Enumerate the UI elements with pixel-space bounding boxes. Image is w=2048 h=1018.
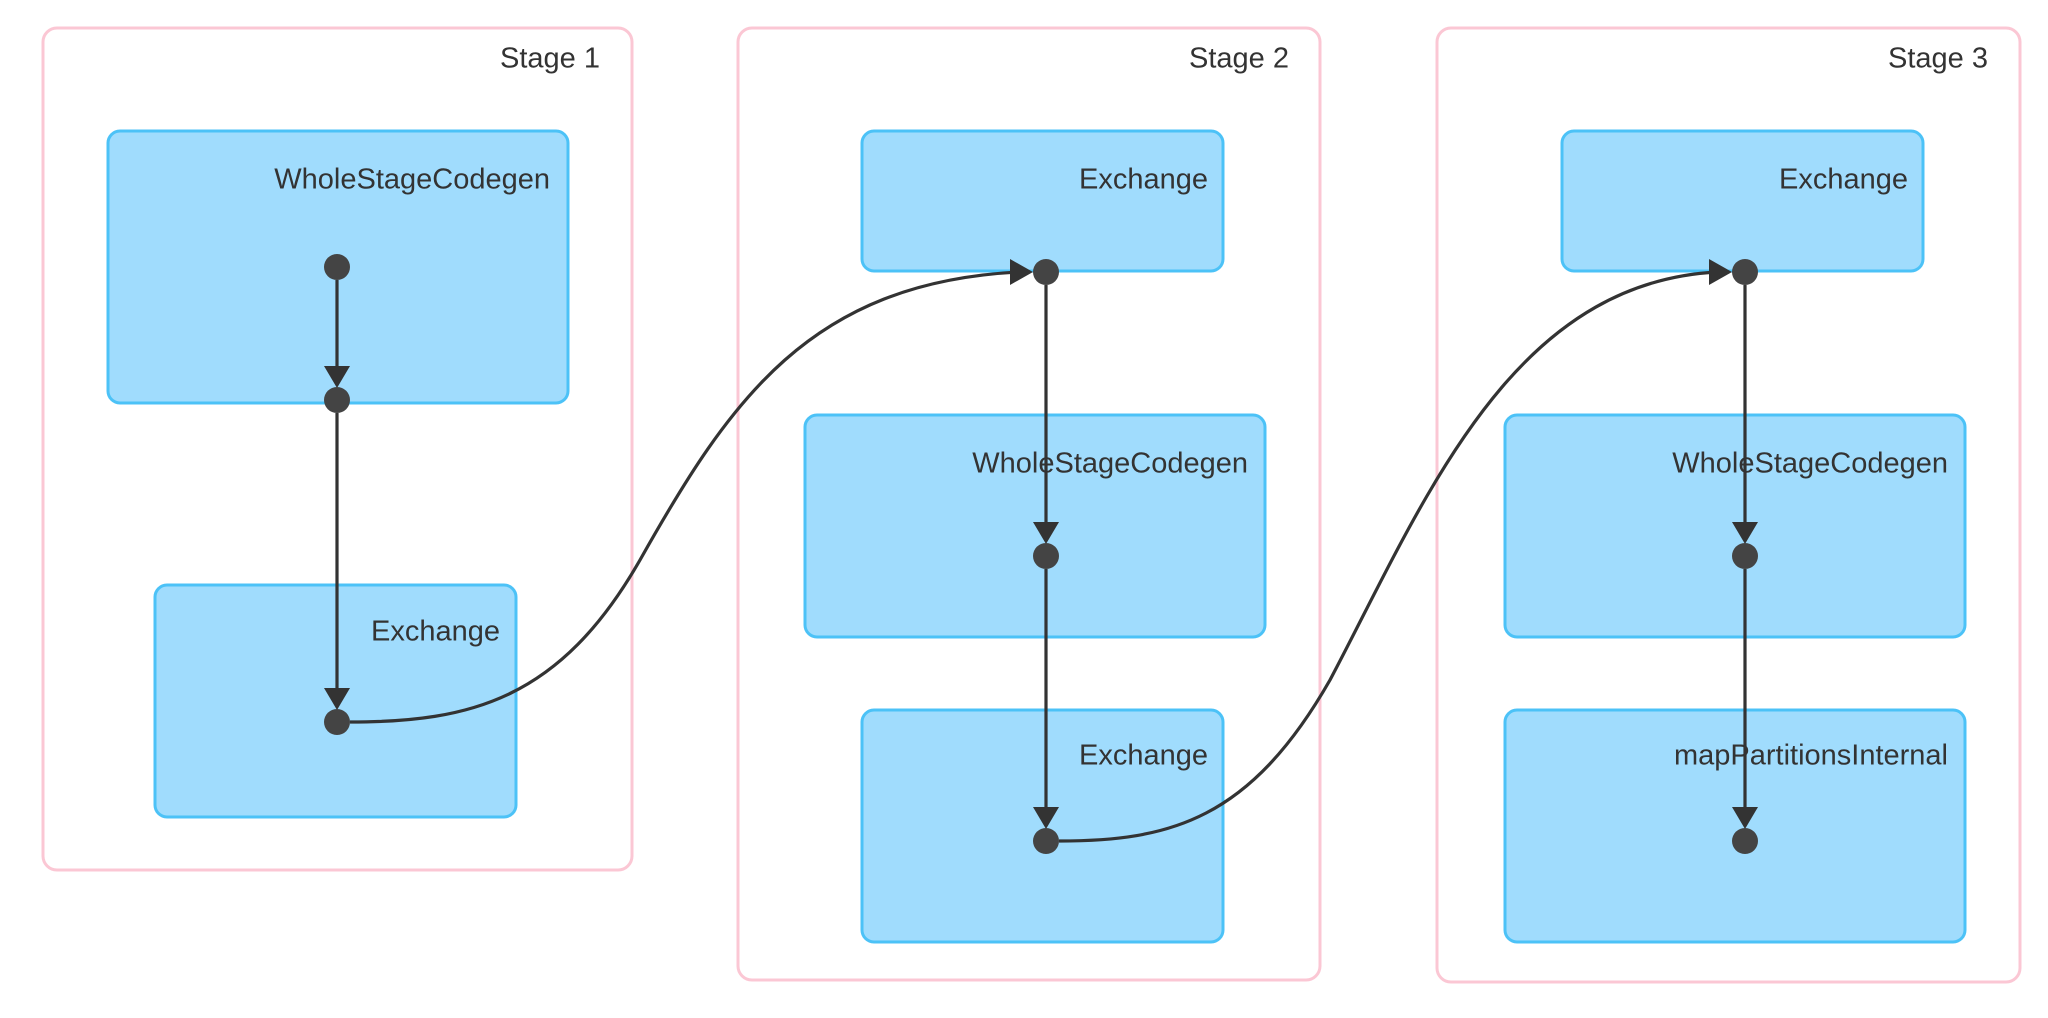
operator-node-box[interactable] xyxy=(1503,708,1967,944)
stages-layer: Stage 1 Stage 2 Stage 3 xyxy=(41,26,2022,984)
edge-arrowhead-edge-s2-internal-2 xyxy=(1033,807,1059,829)
operator-node-box[interactable] xyxy=(860,129,1225,273)
edge-arrowhead-edge-s1-to-s2 xyxy=(1010,259,1033,285)
edge-arrowhead-edge-s3-internal-2 xyxy=(1732,807,1758,829)
edge-edge-s2-to-s3 xyxy=(1058,270,1718,843)
operator-node-label: mapPartitionsInternal xyxy=(1674,740,1948,772)
rdd-dot-s1-wholestagecodegen-2[interactable] xyxy=(324,387,350,413)
rdd-dot-s3-exchange-1[interactable] xyxy=(1732,259,1758,285)
edge-arrowhead-edge-s3-internal-1 xyxy=(1732,522,1758,544)
stage-cluster-label: Stage 3 xyxy=(1888,43,1988,75)
rdd-dot-s1-exchange-1[interactable] xyxy=(324,709,350,735)
rdd-dot-s1-wholestagecodegen-1[interactable] xyxy=(324,254,350,280)
operator-node-s3-mappartitionsinternal[interactable] xyxy=(1503,708,1967,944)
operator-node-label: Exchange xyxy=(1079,740,1208,772)
operator-node-label: WholeStageCodegen xyxy=(274,164,550,196)
operator-node-box[interactable] xyxy=(803,413,1267,639)
operator-node-s3-exchange[interactable] xyxy=(1560,129,1925,273)
edge-arrowhead-edge-s2-to-s3 xyxy=(1709,259,1732,285)
stage-cluster-label: Stage 2 xyxy=(1189,43,1289,75)
edges-layer xyxy=(324,259,1758,843)
operator-node-label: Exchange xyxy=(1779,164,1908,196)
operator-node-label: WholeStageCodegen xyxy=(1672,448,1948,480)
rdd-dot-s2-exchange-bottom-1[interactable] xyxy=(1033,828,1059,854)
operator-node-s2-wholestagecodegen[interactable] xyxy=(803,413,1267,639)
rdd-dot-s3-wholestagecodegen-1[interactable] xyxy=(1732,543,1758,569)
operator-node-s2-exchange-bottom[interactable] xyxy=(860,708,1225,944)
rdd-dot-s2-wholestagecodegen-1[interactable] xyxy=(1033,543,1059,569)
edge-edge-s1-to-s2 xyxy=(349,270,1019,724)
stage-cluster-label: Stage 1 xyxy=(500,43,600,75)
rdd-dot-s2-exchange-top-1[interactable] xyxy=(1033,259,1059,285)
rdd-dots-layer xyxy=(324,254,1758,854)
edge-arrowhead-edge-s1-internal-1 xyxy=(324,366,350,388)
rdd-dot-s3-mappartitionsinternal-1[interactable] xyxy=(1732,828,1758,854)
edge-arrowhead-edge-s1-internal-2 xyxy=(324,688,350,710)
operator-node-s2-exchange-top[interactable] xyxy=(860,129,1225,273)
operator-node-box[interactable] xyxy=(1560,129,1925,273)
labels-layer: WholeStageCodegenExchangeExchangeWholeSt… xyxy=(274,164,1948,772)
operator-node-label: Exchange xyxy=(1079,164,1208,196)
operator-node-box[interactable] xyxy=(860,708,1225,944)
edge-arrowhead-edge-s2-internal-1 xyxy=(1033,522,1059,544)
operator-node-label: Exchange xyxy=(371,616,500,648)
operator-node-label: WholeStageCodegen xyxy=(972,448,1248,480)
